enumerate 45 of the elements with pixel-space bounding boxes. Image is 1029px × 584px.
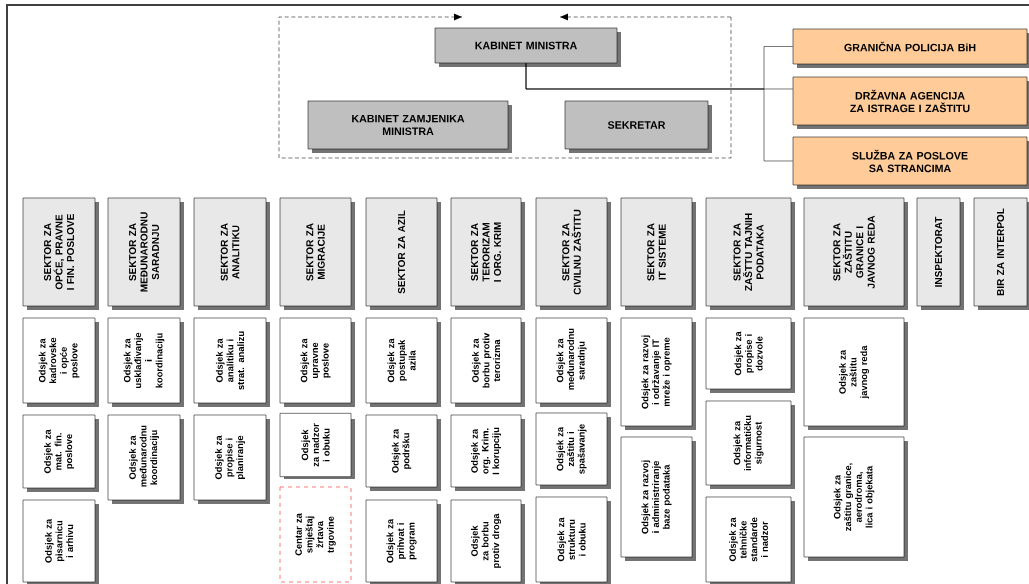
sector-box: SEKTOR ZA MIGRACIJE [279, 197, 355, 310]
sector-box: SEKTOR ZA ZAŠTITU GRANICE I JAVNOG REDA [803, 197, 908, 310]
sector-box: SEKTOR ZA CIVILNU ZAŠTITU [535, 197, 611, 310]
sector-box: SEKTOR ZA ZAŠTTU TAJNIH PODATAKA [705, 197, 795, 310]
department-box: Odsjek za pisarnicu i arhivu [22, 499, 99, 584]
boxed-title: KABINET MINISTRA [434, 27, 621, 67]
department-box: Odsjek za zaštitu granice, aerodroma, lica i objekata [803, 436, 908, 561]
boxed-title: KABINET ZAMJENIKA MINISTRA [307, 100, 512, 153]
department-box: Odsjek za međunarodnu saradnju [535, 317, 611, 407]
department-box: Centar za smještaj žrtava trgovine [279, 486, 352, 583]
agency-box: GRANIČNA POLICIJA BiH [792, 28, 1029, 68]
department-box: Odsjek za borbu protiv terorizma [450, 317, 525, 407]
department-box: Odsjek za kadrovske i opće poslove [22, 317, 99, 407]
department-box: Odsjek za propise i planiranje [193, 414, 270, 504]
department-box: Odsjek za strukturu i obuku [535, 496, 611, 584]
department-box: Odsjek za propise i dozvole [705, 317, 795, 393]
department-box: Odsjek za razvoj i administriranje baze podataka [620, 436, 696, 561]
sector-box: SEKTOR ZA OPĆE, PRAVNE I FIN. POSLOVE [22, 197, 99, 310]
department-box: Odsjek za podršku [365, 414, 441, 491]
sector-box: SEKTOR ZA MEĐUNARODNU SARADNJU [107, 197, 184, 310]
agency-box: SLUŽBA ZA POSLOVE SA STRANCIMA [792, 136, 1029, 189]
connector-line [525, 63, 793, 162]
department-box: Odsjek za mat. fin. poslove [22, 414, 99, 492]
department-box: Odsjek za postupak azila [365, 317, 441, 407]
department-box: Odsjek za upravne poslove [279, 317, 355, 407]
department-box: Odsjek za tehničke standarde i nadzor [705, 496, 795, 584]
sector-box: SEKTOR ZA AZIL [365, 197, 441, 310]
department-box: Odsjek za nadzor i obuku [279, 413, 355, 479]
department-box: Odsjek za prihvat i program [365, 499, 441, 584]
department-box: Odsjek za analitiku i strat. analizu [193, 317, 270, 407]
sector-box: INSPEKTORAT [916, 197, 964, 310]
sector-box: SEKTOR ZA ANALITIKU [193, 197, 270, 310]
department-box: Odsjek za razvoj i održavanje IT mreže i opreme [620, 317, 696, 430]
department-box: Odsjek za usklađivanje i koordinaciju [107, 317, 184, 407]
department-box: Odsjek za zaštitu i spašavanje [535, 412, 611, 489]
department-box: Odsjek za zaštitu javnog reda [803, 317, 908, 430]
dashed-frame [278, 13, 732, 159]
department-box: Odsjek za borbu protiv droga [450, 499, 525, 584]
boxed-title: SEKRETAR [564, 100, 712, 153]
sector-box: BIR ZA INTERPOL [973, 197, 1029, 310]
agency-box: DRŽAVNA AGENCIJA ZA ISTRAGE I ZAŠTITU [792, 76, 1029, 129]
sector-box: SEKTOR ZA IT SISTEME [620, 197, 696, 310]
department-box: Odsjek za org. Krim. I korupciju [450, 414, 525, 491]
sector-box: SEKTOR ZA TERORIZAM I ORG. KRIM [450, 197, 525, 310]
department-box: Odsjek za informatičku sigurnost [705, 400, 795, 489]
